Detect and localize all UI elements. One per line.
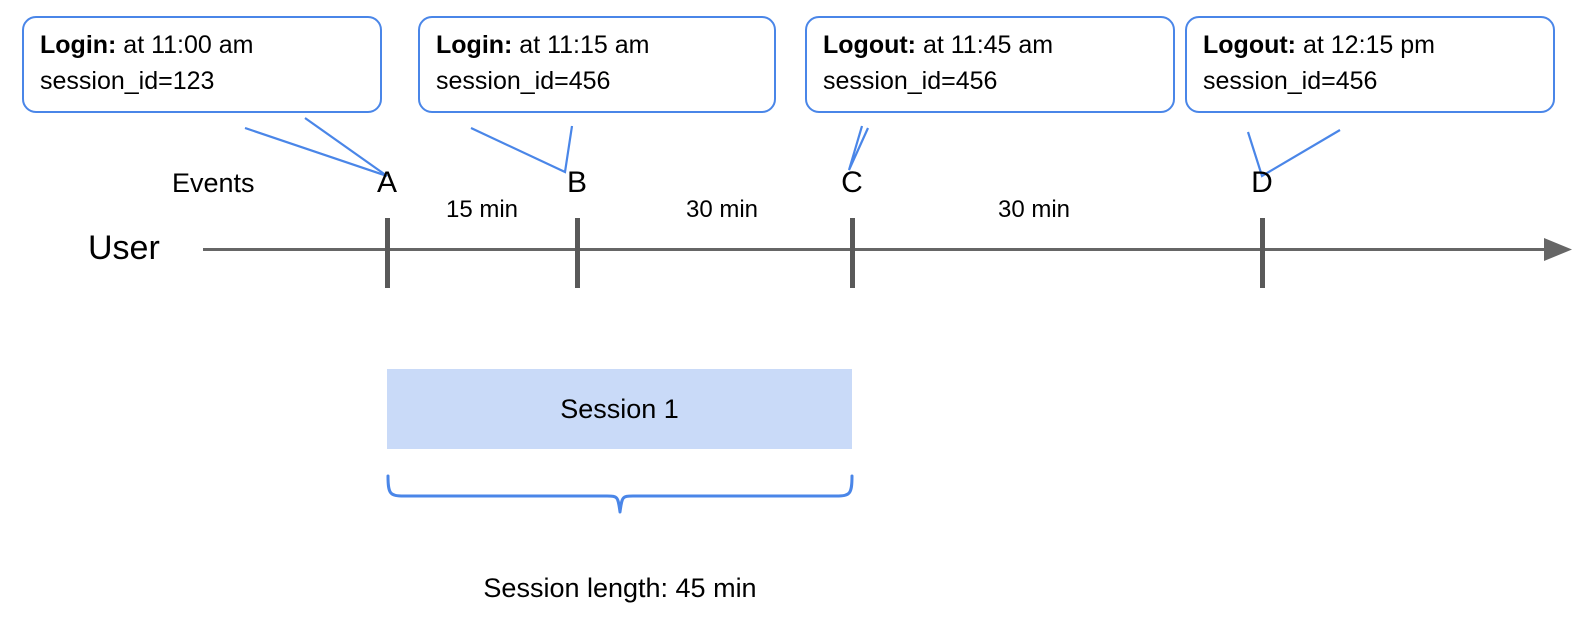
callout-d-line1: Logout: at 12:15 pm xyxy=(1203,28,1537,64)
marker-label-c: C xyxy=(841,166,863,199)
callout-c-lead: Logout: xyxy=(823,31,917,59)
session-bar-label: Session 1 xyxy=(560,393,679,424)
callout-box-logout-d[interactable]: Logout: at 12:15 pm session_id=456 xyxy=(1185,16,1555,113)
callout-box-login-a[interactable]: Login: at 11:00 am session_id=123 xyxy=(22,16,382,113)
callout-c-line2: session_id=456 xyxy=(823,66,998,95)
callout-b-time: at 11:15 am xyxy=(512,31,650,59)
duration-label-a-b: 15 min xyxy=(445,196,519,223)
marker-label-b: B xyxy=(566,166,588,199)
callout-b-line1: Login: at 11:15 am xyxy=(436,28,758,64)
callout-box-login-b[interactable]: Login: at 11:15 am session_id=456 xyxy=(418,16,776,113)
marker-label-a: A xyxy=(376,166,398,199)
user-row-label: User xyxy=(88,229,160,267)
callout-a-lead: Login: xyxy=(40,31,117,59)
session-brace xyxy=(386,474,854,514)
callout-a-time: at 11:00 am xyxy=(116,31,254,59)
callout-b-lead: Login: xyxy=(436,31,513,59)
callout-d-lead: Logout: xyxy=(1203,31,1297,59)
callout-b-line2: session_id=456 xyxy=(436,66,611,95)
callout-c-line1: Logout: at 11:45 am xyxy=(823,28,1157,64)
duration-label-b-c: 30 min xyxy=(685,196,759,223)
callout-d-line2: session_id=456 xyxy=(1203,66,1378,95)
callout-b-tail xyxy=(470,125,574,174)
callout-c-time: at 11:45 am xyxy=(916,31,1054,59)
timeline-arrowhead xyxy=(1544,238,1572,261)
session-bar[interactable]: Session 1 xyxy=(387,369,852,449)
callout-c-tail xyxy=(847,125,870,171)
session-length-caption: Session length: 45 min xyxy=(483,573,757,603)
callout-a-line2: session_id=123 xyxy=(40,66,215,95)
marker-label-d: D xyxy=(1251,166,1273,199)
duration-label-c-d: 30 min xyxy=(997,196,1071,223)
events-row-label: Events xyxy=(172,168,255,198)
callout-d-time: at 12:15 pm xyxy=(1296,31,1435,59)
callout-a-line1: Login: at 11:00 am xyxy=(40,28,364,64)
callout-a-tail xyxy=(244,117,388,178)
callout-box-logout-c[interactable]: Logout: at 11:45 am session_id=456 xyxy=(805,16,1175,113)
